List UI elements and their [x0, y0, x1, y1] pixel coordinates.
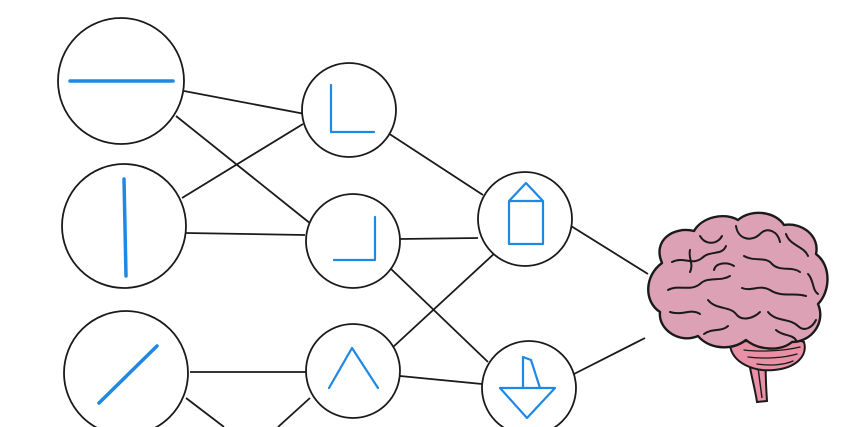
house-shape-node: [477, 171, 573, 267]
connection-line: [399, 375, 483, 385]
connection-line: [185, 397, 225, 427]
diagonal-line-icon: [97, 344, 159, 405]
connection-line: [183, 90, 306, 115]
layer-corner-features: [301, 62, 401, 419]
house-shape-icon: [507, 181, 545, 246]
connection-line: [399, 237, 479, 240]
connection-line: [175, 115, 312, 225]
vertical-line-icon: [122, 177, 128, 278]
diagonal-line-node: [63, 310, 189, 427]
vertical-line-node: [61, 163, 187, 289]
brain-folds: [667, 225, 819, 341]
corner-bottom-right-icon: [332, 215, 377, 262]
horizontal-line-node: [57, 17, 185, 145]
connection-line: [387, 132, 484, 196]
layer-edge-primitives: [57, 17, 189, 427]
corner-bottom-left-icon: [329, 83, 376, 134]
connection-line: [185, 232, 306, 236]
arrow-down-shape-icon: [498, 355, 557, 420]
cerebrum: [647, 211, 829, 350]
corner-bottom-right-node: [305, 193, 401, 289]
connection-line: [181, 123, 304, 199]
connection-line: [277, 397, 311, 427]
connection-line: [573, 337, 646, 375]
connection-line: [570, 225, 649, 275]
connection-line: [389, 267, 489, 363]
corner-bottom-left-node: [301, 62, 397, 158]
arrow-down-shape-node: [481, 340, 577, 427]
connections: [175, 90, 649, 427]
chevron-up-node: [305, 323, 401, 419]
brain-icon: [647, 211, 829, 404]
layer-shape-features: [477, 171, 577, 427]
connection-line: [391, 251, 497, 349]
chevron-up-icon: [327, 346, 380, 390]
